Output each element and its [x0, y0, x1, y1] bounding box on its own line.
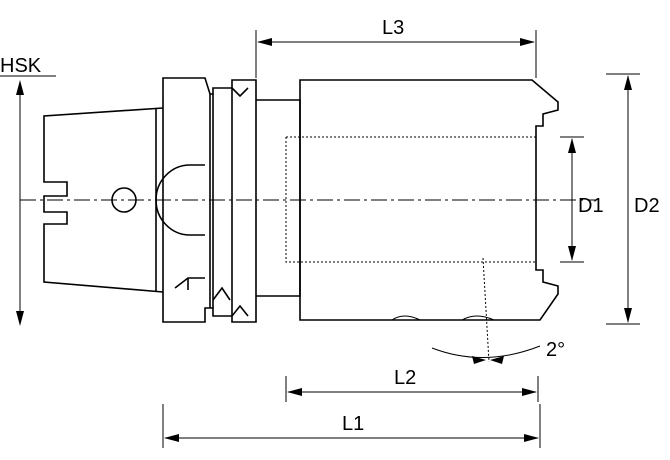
- hsk-label: HSK: [0, 55, 42, 77]
- angle-label: 2°: [546, 339, 565, 361]
- l3-label: L3: [382, 17, 404, 39]
- dimension-d1: D1: [560, 136, 604, 263]
- l1-label: L1: [342, 413, 364, 435]
- dimension-angle: 2°: [431, 339, 565, 364]
- dimension-d2: D2: [606, 73, 660, 325]
- dimension-l2: L2: [285, 367, 539, 402]
- l2-label: L2: [394, 367, 416, 389]
- d1-label: D1: [578, 195, 604, 217]
- shrink-body: [285, 79, 559, 363]
- angle-reference-line: [482, 257, 490, 363]
- flange: [155, 77, 257, 323]
- dimension-l3: L3: [255, 17, 537, 78]
- dimension-hsk: HSK: [0, 55, 56, 326]
- d2-label: D2: [634, 195, 660, 217]
- neck: [256, 99, 301, 297]
- dimension-l1: L1: [162, 404, 541, 448]
- bore-hidden-line: [285, 136, 536, 263]
